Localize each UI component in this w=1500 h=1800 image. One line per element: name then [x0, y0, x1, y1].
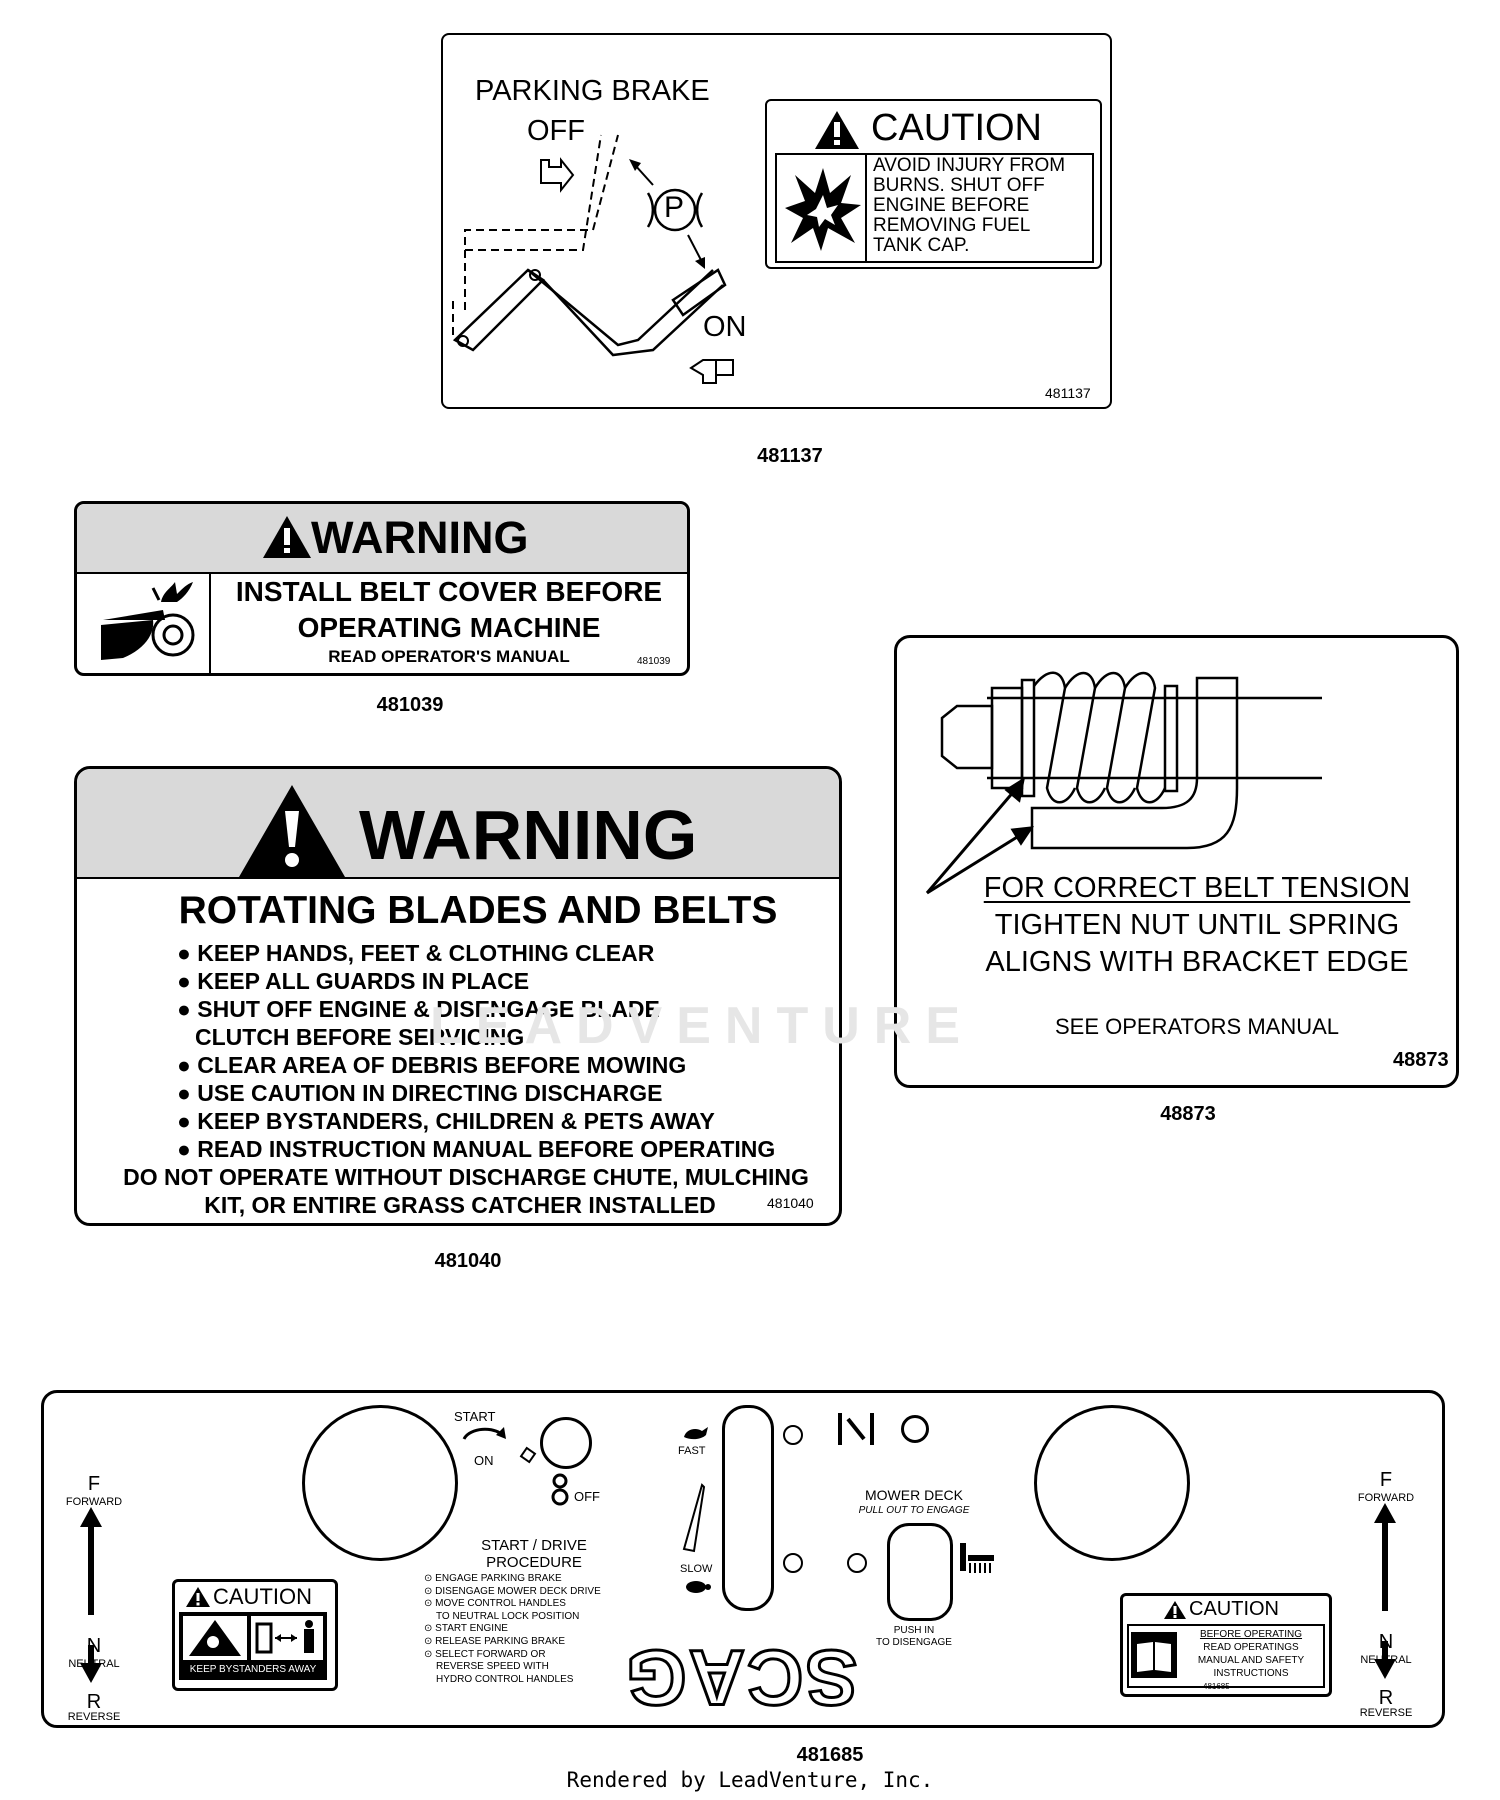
belt-entanglement-icon [101, 582, 195, 660]
warning-triangle-icon [263, 516, 311, 558]
mower-blade-icon [960, 1543, 994, 1573]
discharge-chute-notice: DO NOT OPERATE WITHOUT DISCHARGE CHUTE, … [123, 1164, 809, 1218]
caution-operating-manual-decal: CAUTION BEFORE OPERATING READ OPERATINGS… [1120, 1593, 1332, 1697]
caution-burns-box: CAUTION AVOID INJURY FROM BURNS. SHUT OF… [765, 99, 1102, 269]
caption-481685: 481685 [796, 1744, 864, 1766]
throttle-fast-hole [783, 1425, 803, 1445]
pto-hole [847, 1553, 867, 1573]
decal-481039: WARNING INSTALL BELT COVER BEFORE OPERAT… [74, 501, 690, 676]
reverse-label-left: R REVERSE [67, 1691, 121, 1723]
part-number-small: 481137 [1045, 385, 1091, 401]
choke-hole[interactable] [901, 1415, 929, 1443]
neutral-label-right: N NEUTRAL [1360, 1631, 1412, 1666]
direction-indicator-left: F FORWARD [65, 1473, 123, 1508]
throttle-slot[interactable] [722, 1405, 774, 1611]
right-gauge-circle [1034, 1405, 1190, 1561]
caution-bystanders-decal: CAUTION KEEP BYSTANDERS AWAY [172, 1579, 338, 1691]
belt-tension-text: FOR CORRECT BELT TENSION TIGHTEN NUT UNT… [983, 872, 1411, 978]
push-in-label: PUSH IN TO DISENGAGE [876, 1625, 952, 1648]
speed-wedge-icon [682, 1483, 706, 1553]
on-label: ON [474, 1453, 494, 1468]
start-label: START [454, 1409, 496, 1424]
caution-text: AVOID INJURY FROM BURNS. SHUT OFF ENGINE… [873, 155, 1066, 256]
turtle-slow-icon [686, 1581, 711, 1593]
caption-481039: 481039 [376, 694, 444, 716]
left-gauge-circle [302, 1405, 458, 1561]
key-switch-hole[interactable] [540, 1417, 592, 1469]
warning-triangle-icon [1164, 1601, 1186, 1619]
off-label: OFF [527, 115, 585, 147]
decal-48873: FOR CORRECT BELT TENSION TIGHTEN NUT UNT… [894, 635, 1459, 1088]
decal-481040: WARNING ROTATING BLADES AND BELTS ● KEEP… [74, 766, 842, 1226]
part-number-small: 481685 [1203, 1682, 1230, 1691]
slow-label: SLOW [680, 1563, 713, 1575]
on-position-marker [519, 1446, 537, 1464]
mower-deck-label: MOWER DECK [865, 1487, 963, 1503]
bullet-item-continued: CLUTCH BEFORE SERVICING [195, 1024, 525, 1050]
bullet-item: ● READ INSTRUCTION MANUAL BEFORE OPERATI… [177, 1136, 776, 1162]
warning-title: WARNING [359, 796, 698, 874]
rendered-by-footer: Rendered by LeadVenture, Inc. [566, 1768, 934, 1792]
manual-instruction-text: BEFORE OPERATING READ OPERATINGS MANUAL … [1197, 1629, 1305, 1679]
warning-header-band [77, 504, 687, 574]
bullet-item: ● CLEAR AREA OF DEBRIS BEFORE MOWING [177, 1052, 687, 1078]
caution-title: CAUTION [213, 1584, 312, 1609]
procedure-steps: ⊙ ENGAGE PARKING BRAKE ⊙ DISENGAGE MOWER… [424, 1573, 601, 1685]
rabbit-fast-icon [684, 1427, 708, 1440]
explosion-icon [785, 168, 861, 251]
rotating-blades-heading: ROTATING BLADES AND BELTS [178, 889, 778, 932]
caution-body: AVOID INJURY FROM BURNS. SHUT OFF ENGINE… [775, 153, 1094, 263]
caution-title: CAUTION [871, 107, 1042, 149]
off-keyhole-icon [551, 1473, 569, 1506]
warning-triangle-icon [239, 785, 345, 877]
pull-out-label: PULL OUT TO ENGAGE [858, 1505, 970, 1516]
decal-481137: PARKING BRAKE OFF ON P [441, 33, 1112, 409]
warning-triangle-icon [815, 111, 859, 149]
direction-indicator-right: F FORWARD [1357, 1469, 1415, 1504]
throttle-slow-hole [783, 1553, 803, 1573]
manual-instruction-box: BEFORE OPERATING READ OPERATINGS MANUAL … [1127, 1624, 1325, 1688]
parking-p-symbol: P [664, 191, 685, 224]
caption-48873: 48873 [1160, 1103, 1216, 1125]
spring-tension-diagram [925, 671, 1322, 895]
warning-triangle-icon [186, 1587, 210, 1607]
fast-label: FAST [678, 1445, 706, 1457]
caption-481137: 481137 [757, 445, 823, 467]
decal-481685-control-panel: F FORWARD N NEUTRAL R REVERSE F FORWARD … [41, 1390, 1445, 1728]
direction-arrow-right-icon [1374, 1503, 1396, 1679]
warning-bullets: ● KEEP HANDS, FEET & CLOTHING CLEAR ● KE… [177, 939, 775, 1163]
manual-book-icon [1131, 1632, 1177, 1678]
part-number-small: 48873 [1393, 1049, 1449, 1071]
bullet-item: ● KEEP BYSTANDERS, CHILDREN & PETS AWAY [177, 1108, 715, 1134]
parking-brake-lever-diagram [452, 134, 734, 384]
bystander-pictogram: KEEP BYSTANDERS AWAY [179, 1612, 327, 1680]
direction-arrow-left-icon [80, 1507, 102, 1683]
parking-brake-label: PARKING BRAKE [475, 75, 710, 107]
pto-switch[interactable] [887, 1523, 953, 1621]
start-drive-procedure: START / DRIVE PROCEDURE ⊙ ENGAGE PARKING… [424, 1537, 644, 1686]
neutral-label-left: N NEUTRAL [68, 1635, 120, 1670]
bullet-item: ● KEEP HANDS, FEET & CLOTHING CLEAR [177, 940, 655, 966]
off-label: OFF [574, 1489, 600, 1504]
scag-logo: SCAG [623, 1633, 859, 1724]
on-label: ON [703, 311, 747, 343]
reverse-label-right: R REVERSE [1359, 1687, 1413, 1719]
warning-title: WARNING [311, 512, 529, 563]
part-number-small: 481040 [767, 1195, 814, 1211]
caution-title: CAUTION [1189, 1598, 1279, 1620]
choke-icon [838, 1413, 874, 1445]
start-arrow-icon [462, 1427, 506, 1440]
caption-481040: 481040 [434, 1250, 502, 1272]
watermark: LEADVENTURE [430, 997, 975, 1055]
bullet-item: ● USE CAUTION IN DIRECTING DISCHARGE [177, 1080, 663, 1106]
part-number-small: 481039 [637, 656, 671, 667]
see-operators-manual: SEE OPERATORS MANUAL [1054, 1014, 1340, 1039]
belt-cover-text: INSTALL BELT COVER BEFORE OPERATING MACH… [235, 576, 663, 666]
bullet-item: ● KEEP ALL GUARDS IN PLACE [177, 968, 530, 994]
bullet-item: ● SHUT OFF ENGINE & DISENGAGE BLADE [177, 996, 660, 1022]
warning-header-band [77, 769, 839, 879]
